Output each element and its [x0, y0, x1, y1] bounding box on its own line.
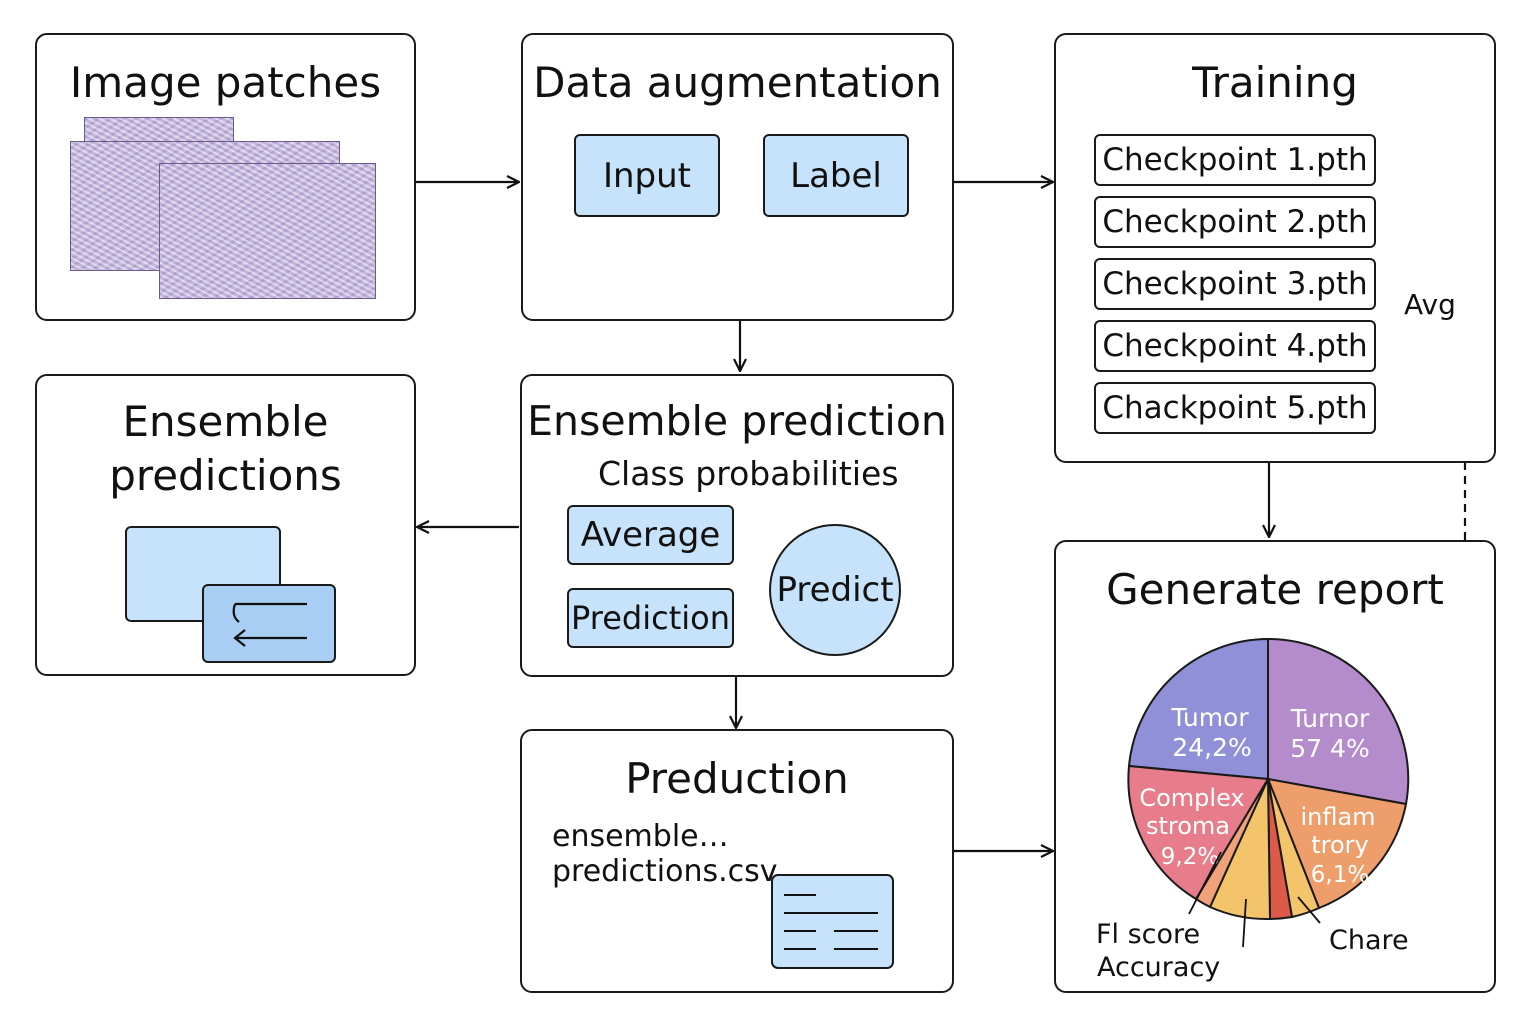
- checkpoint-1: Checkpoint 1.pth: [1094, 134, 1376, 186]
- data-augmentation-box: Data augmentation Input Label: [521, 33, 954, 321]
- training-title: Training: [1192, 58, 1358, 107]
- checkpoint-2: Checkpoint 2.pth: [1094, 196, 1376, 248]
- ensemble-predictions-box: Ensemble predictions: [35, 374, 416, 676]
- pie-label-inflam-value: 6,1%: [1311, 862, 1369, 888]
- ensemble-predictions-title-line1: Ensemble: [122, 397, 329, 446]
- image-patch-front: [159, 163, 376, 299]
- pie-label-stroma-value: 9,2%: [1161, 844, 1219, 870]
- callout-chare: Chare: [1329, 925, 1409, 956]
- pie-slice-inflamtrory: [1266, 777, 1408, 910]
- class-probabilities-label: Class probabilities: [598, 454, 899, 493]
- pie-slice-turnor: [1267, 637, 1410, 806]
- generate-report-box: Generate report Tumor 24,2% Turnor 57 4%…: [1054, 540, 1496, 993]
- pie-label-turnor-value: 57 4%: [1290, 734, 1369, 763]
- data-augmentation-title: Data augmentation: [533, 58, 942, 107]
- checkpoint-4: Checkpoint 4.pth: [1094, 320, 1376, 372]
- average-chip: Average: [567, 505, 734, 565]
- pie-label-stroma-line2: stroma: [1146, 812, 1230, 840]
- ensemble-predictions-title-line2: predictions: [109, 451, 342, 500]
- document-icon: [771, 874, 894, 969]
- avg-label: Avg: [1404, 288, 1456, 321]
- ensemble-prediction-box: Ensemble prediction Class probabilities …: [520, 374, 954, 677]
- callout-accuracy: Accuracy: [1097, 952, 1220, 983]
- callout-f1-score: Fl score: [1096, 919, 1200, 950]
- pie-label-stroma-line1: Complex: [1139, 784, 1244, 812]
- generate-report-title: Generate report: [1106, 565, 1444, 614]
- checkpoint-5: Chackpoint 5.pth: [1094, 382, 1376, 434]
- callout-line-chare: [1297, 896, 1321, 924]
- label-chip: Label: [763, 134, 909, 217]
- pie-label-tumor-value: 24,2%: [1172, 733, 1251, 762]
- callout-line-accuracy: [1242, 898, 1247, 948]
- pie-slice-complex-stroma: [1127, 764, 1270, 901]
- input-chip: Input: [574, 134, 720, 217]
- predictions-filename: ensemble…predictions.csv: [552, 819, 778, 889]
- pie-label-inflam-line1: inflam: [1300, 803, 1375, 831]
- predict-circle: Predict: [769, 524, 901, 656]
- prediction-chip: Prediction: [567, 588, 734, 648]
- report-pie-chart: Tumor 24,2% Turnor 57 4% inflam trory 6,…: [1096, 637, 1410, 983]
- checkpoint-3: Checkpoint 3.pth: [1094, 258, 1376, 310]
- image-patches-title: Image patches: [69, 58, 382, 107]
- pie-label-turnor-name: Turnor: [1290, 704, 1370, 733]
- preduction-title: Preduction: [625, 754, 849, 803]
- callout-line-f1: [1188, 851, 1222, 915]
- pie-label-tumor-name: Tumor: [1170, 703, 1249, 732]
- image-patches-box: Image patches: [35, 33, 416, 321]
- preduction-box: Preduction ensemble…predictions.csv: [520, 729, 954, 993]
- pie-label-inflam-line2: trory: [1311, 831, 1369, 859]
- stacked-windows-icon: [125, 526, 336, 663]
- ensemble-prediction-title: Ensemble prediction: [527, 397, 947, 445]
- training-box: Training Checkpoint 1.pth Checkpoint 2.p…: [1054, 33, 1496, 463]
- pie-slice-tumor: [1127, 637, 1269, 781]
